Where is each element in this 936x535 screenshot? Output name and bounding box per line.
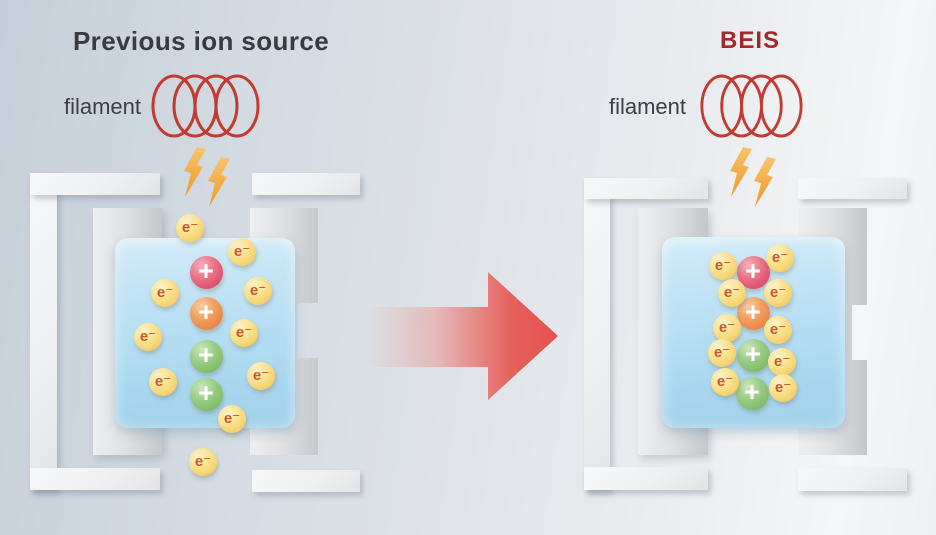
filament-label-right: filament	[608, 94, 686, 119]
outer-bracket-right-bottom	[798, 468, 907, 491]
outer-bracket-left-top	[30, 173, 160, 195]
ionization-chamber-box	[662, 237, 845, 428]
beis-title: BEIS	[719, 27, 780, 54]
transition-arrow-icon	[366, 272, 558, 400]
spark-bolts-icon	[184, 147, 230, 207]
outer-bracket-left-vertical	[30, 173, 57, 490]
outer-bracket-left-bottom	[584, 467, 708, 490]
filament-label-left: filament	[63, 94, 141, 119]
filament-coil-icon	[151, 74, 260, 138]
outer-bracket-right-bottom	[252, 470, 360, 492]
outer-bracket-left-bottom	[30, 468, 160, 490]
electron-particle: e⁻	[189, 448, 217, 476]
outer-bracket-right-top	[798, 178, 907, 199]
ionization-chamber-box	[115, 238, 295, 428]
filament-coil-icon	[700, 74, 803, 138]
outer-bracket-right-top	[252, 173, 360, 195]
outer-bracket-left-vertical	[584, 178, 610, 490]
previous-ion-source-title: Previous ion source	[72, 26, 330, 56]
outer-bracket-left-top	[584, 178, 708, 199]
spark-bolts-icon	[730, 147, 776, 207]
